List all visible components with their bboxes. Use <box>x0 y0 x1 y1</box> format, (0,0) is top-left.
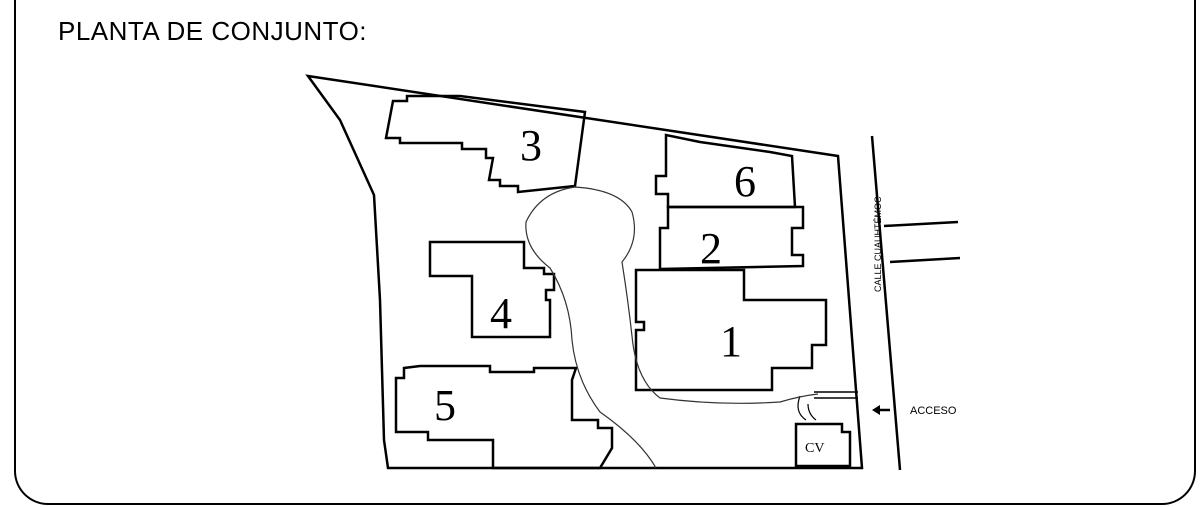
building-1 <box>634 268 828 392</box>
lot-boundary <box>305 74 864 470</box>
building-label-4: 4 <box>490 289 512 338</box>
access-label: ACCESO <box>910 405 957 417</box>
building-label-1: 1 <box>720 317 742 366</box>
garden-path <box>525 186 819 469</box>
building-label-3: 3 <box>520 121 542 170</box>
building-label-2: 2 <box>700 224 722 273</box>
building-4 <box>428 240 556 339</box>
access-swing <box>797 395 817 421</box>
access-gate <box>814 391 858 399</box>
street-line-left <box>870 135 902 471</box>
street-line-right-bottom <box>889 256 961 264</box>
access-arrow-icon <box>872 405 890 415</box>
building-label-5: 5 <box>434 381 456 430</box>
building-5 <box>394 364 614 470</box>
building-3 <box>384 94 587 194</box>
building-label-6: 6 <box>734 157 756 206</box>
building-2 <box>658 205 805 271</box>
building-cv <box>794 422 852 468</box>
frame-border <box>14 0 1196 505</box>
street-line-right-top <box>883 220 959 228</box>
building-label-cv: CV <box>805 441 824 456</box>
street-label: CALLE CUAUHTÉMOC <box>873 196 883 292</box>
page-title: PLANTA DE CONJUNTO: <box>58 16 368 46</box>
